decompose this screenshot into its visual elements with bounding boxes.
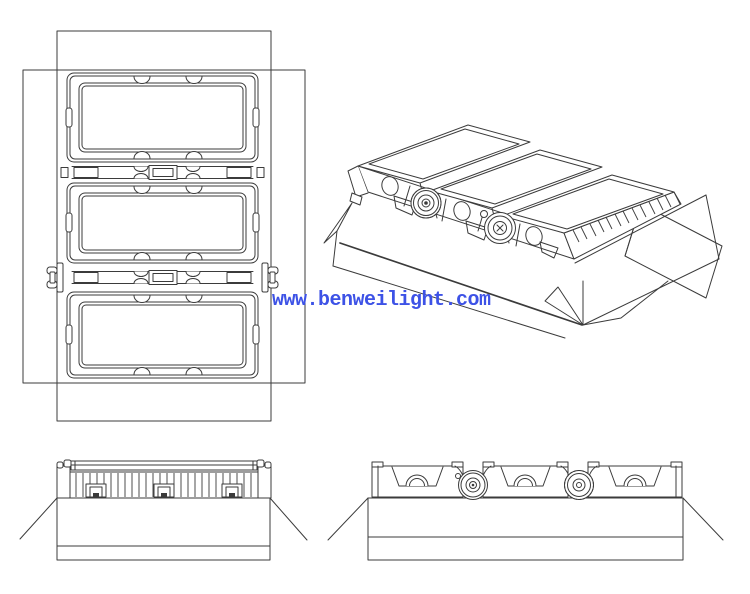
isometric-carton bbox=[323, 194, 723, 339]
lamp-left-end bbox=[347, 165, 369, 198]
side-profile-view bbox=[19, 459, 308, 561]
heat-sink-hatch bbox=[572, 191, 681, 243]
lamp-module-2-front bbox=[65, 182, 260, 264]
carton-corner-flap-a bbox=[544, 286, 584, 326]
carton-flap-right-line bbox=[682, 497, 724, 541]
module-junction-1 bbox=[60, 165, 265, 180]
carton-flap-left-line bbox=[327, 497, 369, 541]
aiming-knob-flange bbox=[477, 210, 521, 247]
carton-lid-outline bbox=[22, 69, 306, 384]
carton-flap-right-line bbox=[269, 497, 308, 541]
front-boss-1 bbox=[381, 176, 399, 196]
lamp-module-3-front bbox=[65, 291, 260, 379]
bracket-block-right bbox=[221, 483, 243, 498]
carton-flap-left bbox=[323, 202, 353, 244]
module-junction-2 bbox=[46, 262, 279, 293]
watermark-url-text: www.benweilight.com bbox=[272, 289, 491, 312]
bracket-block-left bbox=[85, 483, 107, 498]
lamp-module-1-front bbox=[65, 72, 260, 163]
aiming-knob-serrated bbox=[403, 185, 447, 222]
module-top-2 bbox=[429, 149, 603, 209]
carton-body-outline bbox=[56, 30, 272, 422]
carton-corner-flap-b bbox=[582, 280, 669, 326]
carton-end bbox=[367, 497, 684, 561]
carton-side bbox=[56, 497, 271, 561]
module-top-3 bbox=[501, 174, 675, 234]
carton-flap-left-line bbox=[19, 497, 58, 540]
lamp-side-profile bbox=[56, 459, 272, 499]
front-view bbox=[22, 30, 306, 422]
lamp-end-profile bbox=[371, 461, 683, 500]
module-top-1 bbox=[357, 124, 531, 184]
knob-flange bbox=[455, 470, 488, 500]
side-clip-left bbox=[46, 262, 64, 293]
isometric-lamp bbox=[347, 124, 682, 260]
side-clip-right bbox=[261, 262, 279, 293]
end-profile-view bbox=[327, 461, 724, 561]
bracket-block-center bbox=[153, 483, 175, 498]
front-boss-2 bbox=[453, 201, 471, 221]
front-boss-3 bbox=[525, 226, 543, 246]
isometric-view bbox=[323, 124, 723, 339]
knob-serrated bbox=[564, 470, 594, 500]
